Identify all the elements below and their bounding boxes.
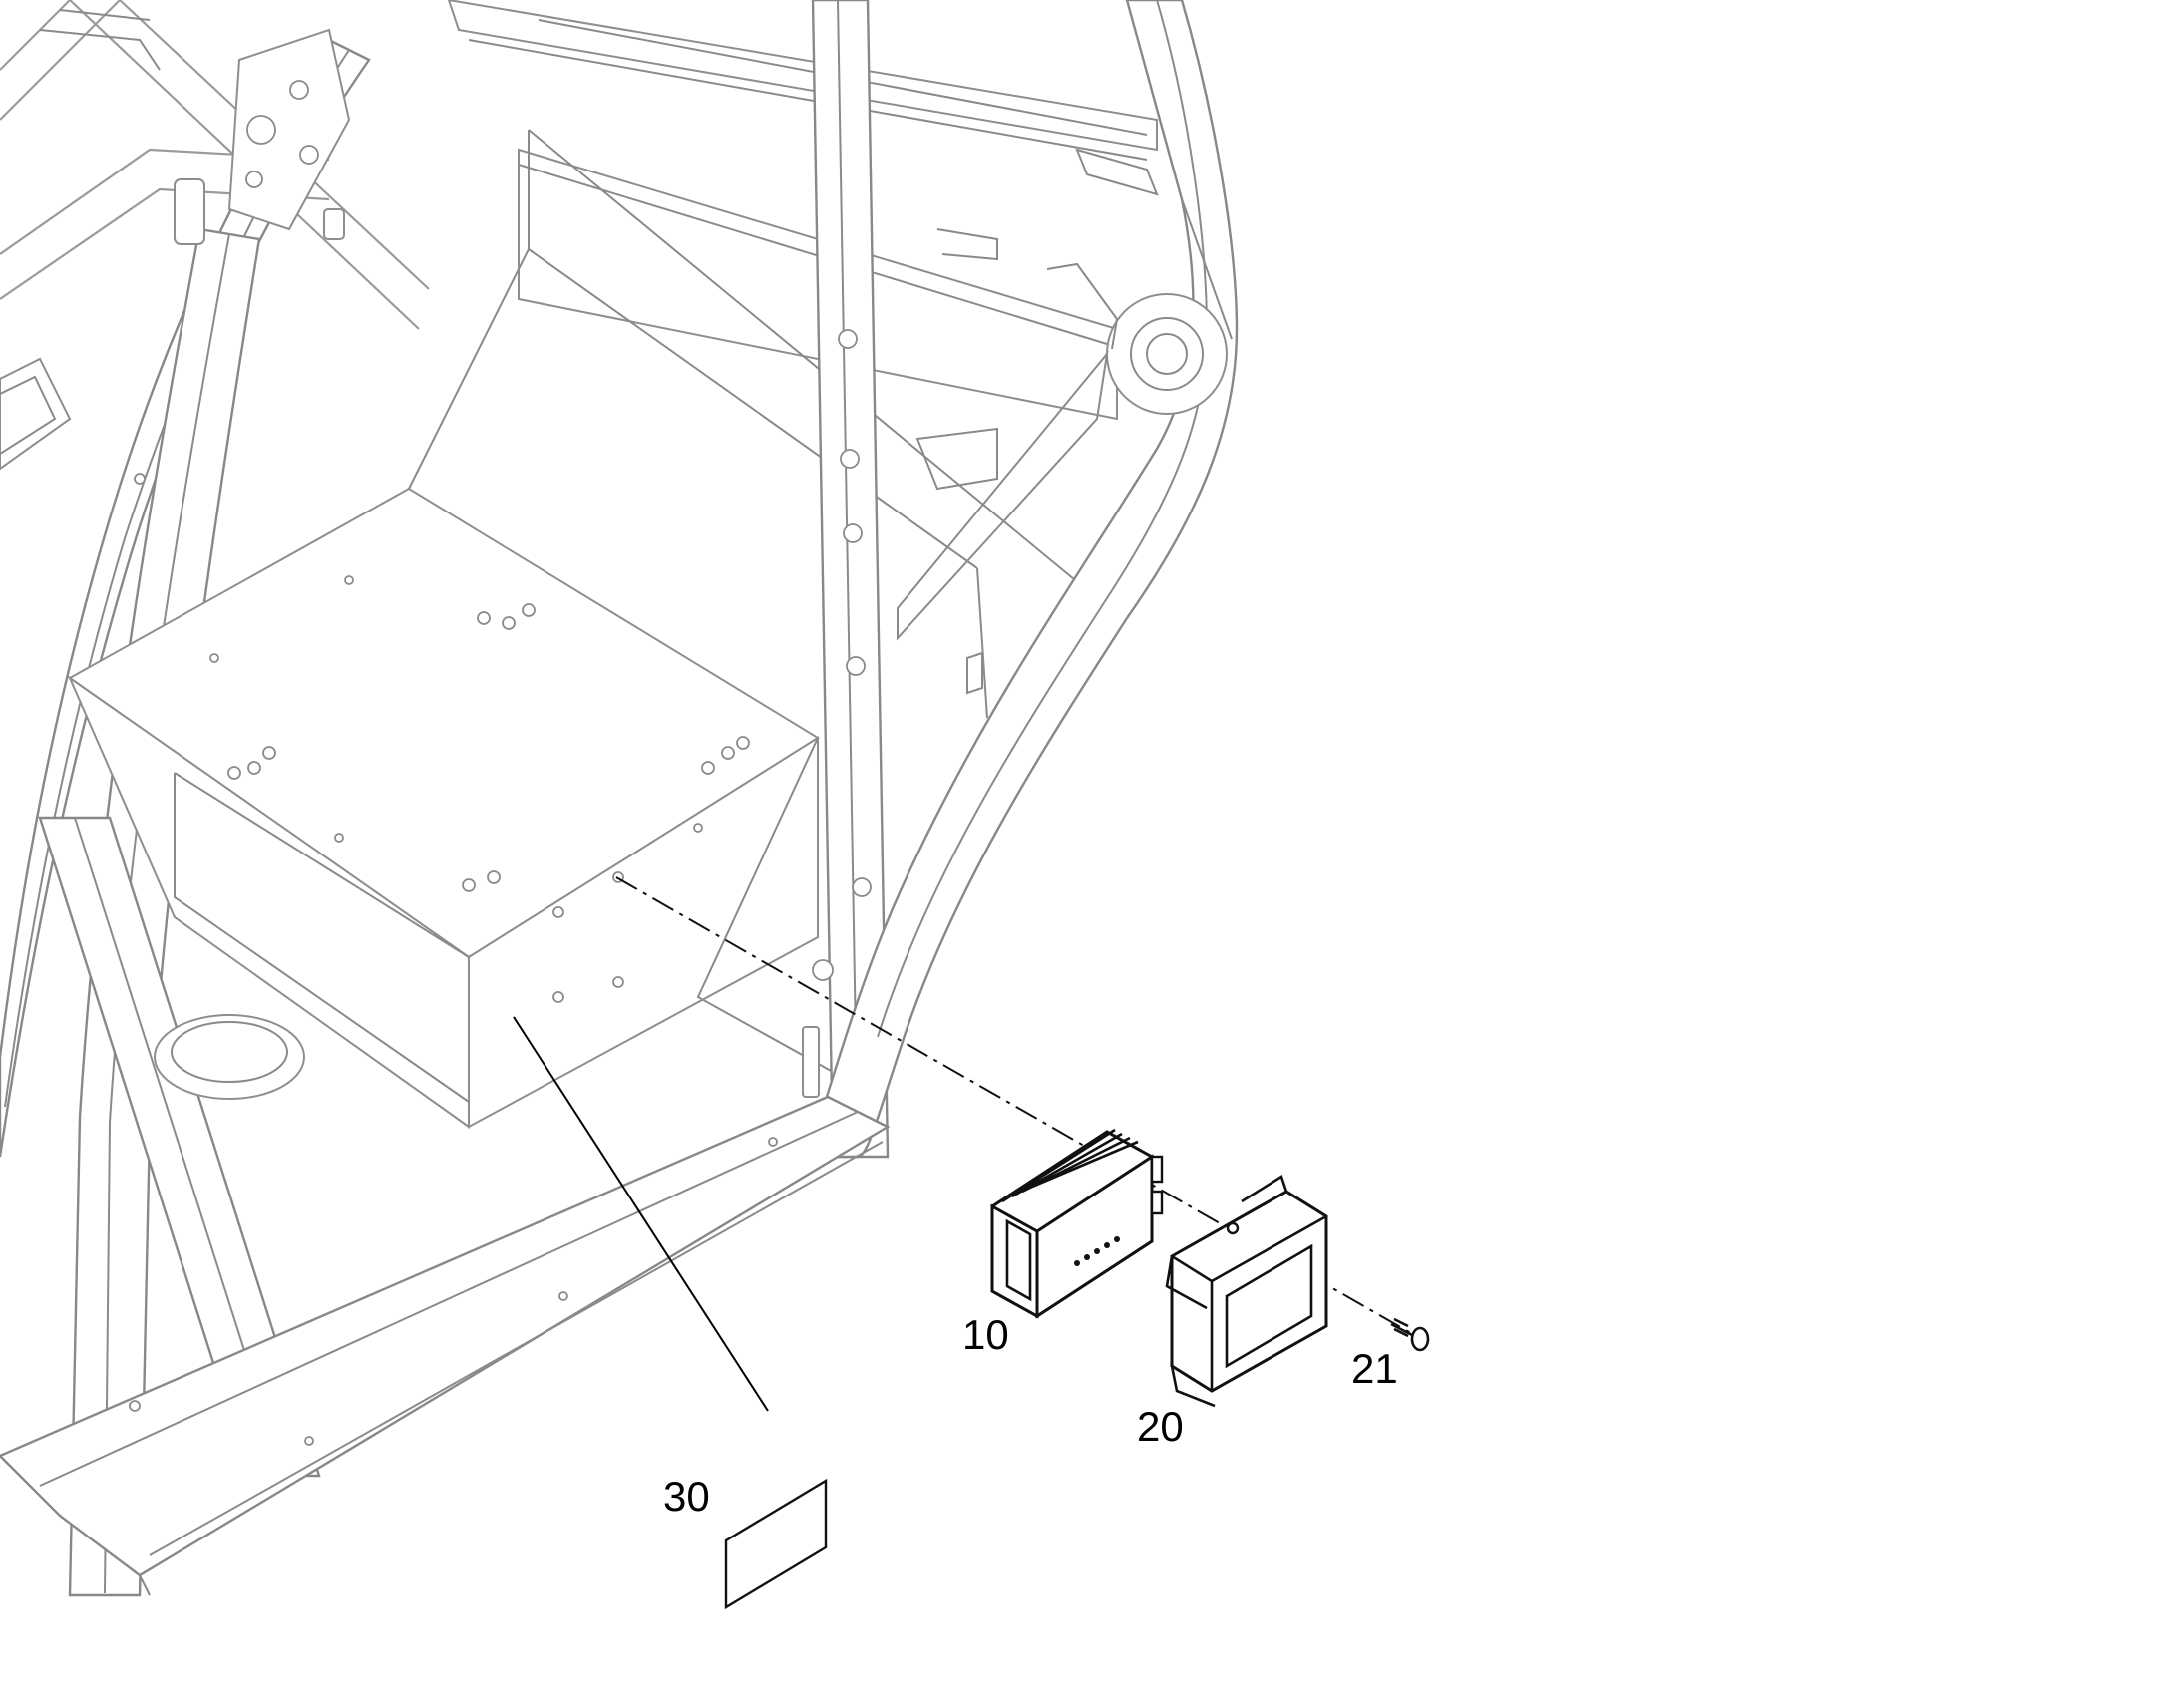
cab-frame-drawing — [0, 0, 1239, 1597]
callout-20: 20 — [1137, 1403, 1184, 1450]
leader-line-30 — [513, 1016, 769, 1412]
callout-21: 21 — [1351, 1345, 1398, 1392]
screw-part — [1390, 1317, 1430, 1352]
label-decal-part — [724, 1478, 828, 1610]
control-module-part — [990, 1128, 1164, 1319]
callout-30: 30 — [663, 1473, 710, 1520]
mounting-bracket-part — [1165, 1175, 1328, 1408]
callout-10: 10 — [962, 1311, 1009, 1358]
